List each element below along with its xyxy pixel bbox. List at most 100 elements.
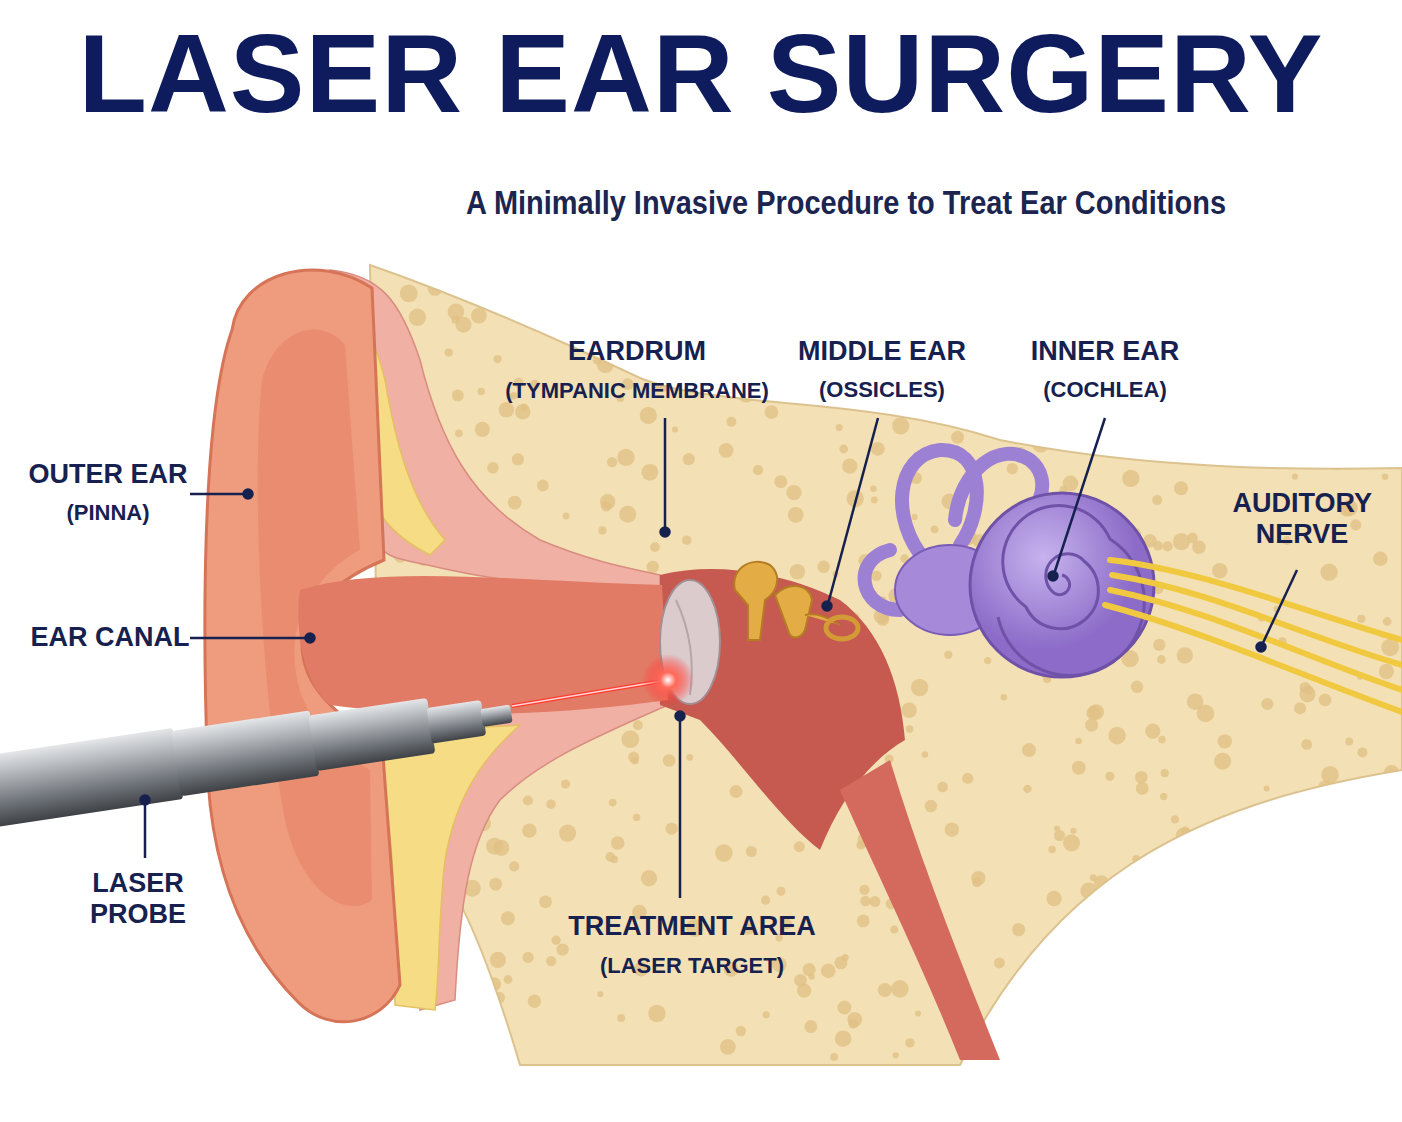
bone-pore [644, 262, 652, 270]
bone-pore [1357, 747, 1367, 757]
bone-pore [559, 825, 576, 842]
bone-pore [1057, 305, 1074, 322]
bone-pore [1192, 369, 1199, 376]
bone-pore [951, 431, 964, 444]
bone-pore [1169, 419, 1187, 437]
bone-pore [1280, 1018, 1291, 1029]
bone-pore [641, 870, 657, 886]
bone-pore [720, 1039, 736, 1055]
bone-pore [509, 861, 519, 871]
bone-pore [763, 1011, 770, 1018]
bone-pore [994, 957, 1005, 968]
bone-pore [973, 315, 982, 324]
bone-pore [1383, 617, 1392, 626]
bone-pore [1167, 386, 1184, 403]
bone-pore [487, 977, 501, 991]
bone-pore [647, 561, 659, 573]
bone-pore [984, 657, 991, 664]
bone-pore [471, 308, 487, 324]
bone-pore [1168, 997, 1175, 1004]
bone-pore [1345, 738, 1353, 746]
bone-pore [1105, 772, 1114, 781]
bone-pore [386, 1048, 396, 1058]
bone-pore [1142, 999, 1153, 1010]
bone-pore [790, 564, 805, 579]
bone-pore [1316, 1028, 1323, 1035]
bone-pore [528, 995, 541, 1008]
bone-pore [708, 284, 715, 291]
bone-pore [837, 1001, 851, 1015]
bone-pore [830, 1053, 838, 1061]
bone-pore [1077, 932, 1090, 945]
bone-pore [931, 525, 939, 533]
bone-pore [1363, 384, 1376, 397]
bone-pore [890, 926, 898, 934]
bone-pore [546, 799, 556, 809]
bone-pore [947, 404, 963, 420]
bone-pore [1075, 738, 1082, 745]
bone-pore [1297, 810, 1313, 826]
bone-pore [665, 822, 677, 834]
bone-pore [761, 896, 770, 905]
bone-pore [1332, 906, 1347, 921]
bone-pore [616, 301, 626, 311]
bone-pore [685, 315, 692, 322]
bone-pore [1208, 1047, 1224, 1063]
bone-pore [1223, 936, 1231, 944]
bone-pore [1292, 474, 1298, 480]
bone-pore [857, 915, 870, 928]
bone-pore [1214, 753, 1231, 770]
bone-pore [1158, 736, 1166, 744]
bone-pore [1157, 655, 1166, 664]
bone-pore [682, 535, 692, 545]
bone-pore [1171, 815, 1179, 823]
bone-pore [1168, 295, 1178, 305]
bone-pore [1212, 563, 1227, 578]
bone-pore [969, 288, 981, 300]
bone-pore [607, 457, 617, 467]
bone-pore [1358, 895, 1375, 912]
bone-pore [1164, 883, 1172, 891]
bone-pore [945, 823, 959, 837]
bone-pore [715, 844, 733, 862]
bone-pore [1145, 724, 1160, 739]
bone-pore [400, 285, 418, 303]
bone-pore [1174, 481, 1188, 495]
leader-lines [141, 418, 1298, 898]
bone-pore [1218, 734, 1232, 748]
bone-pore [912, 514, 918, 520]
bone-pore [631, 757, 639, 765]
bone-pore [663, 754, 676, 767]
bone-pore [683, 453, 695, 465]
bone-pore [915, 1010, 921, 1016]
bone-pore [1132, 855, 1141, 864]
bone-pore [962, 773, 973, 784]
bone-pore [1341, 902, 1352, 913]
bone-pore [982, 413, 995, 426]
laser-glow [642, 654, 694, 706]
bone-pore [1081, 281, 1093, 293]
bone-pore [609, 799, 617, 807]
bone-pore [657, 259, 668, 270]
bone-pore [1294, 344, 1305, 355]
part-label: AUDITORY NERVE [1232, 488, 1371, 550]
bone-pore [922, 751, 929, 758]
bone-pore [632, 272, 648, 288]
bone-pore [753, 465, 763, 475]
bone-pore [1388, 788, 1396, 796]
bone-pore [893, 1052, 899, 1058]
bone-pore [1139, 983, 1154, 998]
bone-pore [535, 259, 551, 275]
bone-pore [746, 846, 757, 857]
bone-pore [1367, 946, 1373, 952]
bone-pore [1329, 794, 1335, 800]
bone-pore [869, 896, 880, 907]
bone-pore [891, 269, 901, 279]
bone-pore [470, 960, 479, 969]
bone-pore [1350, 519, 1361, 530]
bone-pore [1346, 262, 1356, 272]
bone-pore [1245, 985, 1260, 1000]
bone-pore [1388, 282, 1402, 298]
bone-pore [766, 267, 774, 275]
bone-pore [1146, 313, 1157, 324]
